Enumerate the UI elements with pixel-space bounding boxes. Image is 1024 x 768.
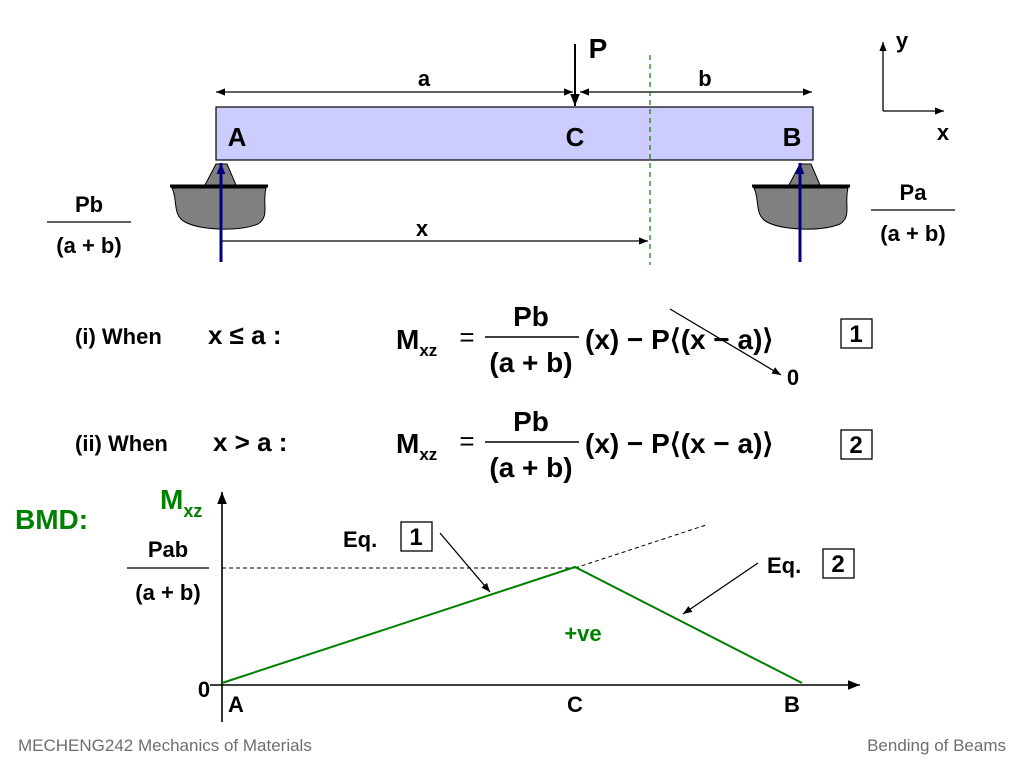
bmd-label-c: C [567, 692, 583, 717]
eq1-strike-arrow [669, 308, 782, 376]
bmd-zero-label: 0 [198, 677, 210, 702]
footer-topic: Bending of Beams [867, 736, 1006, 755]
bmd-extension-guide [574, 524, 707, 569]
left-reaction-num: Pb [75, 192, 103, 217]
bmd-peak-den: (a + b) [135, 580, 200, 605]
right-reaction-num: Pa [900, 180, 928, 205]
eq1-condition-label: (i) When [75, 324, 162, 349]
load-label: P [589, 33, 608, 64]
eq1-condition: x ≤ a : [208, 320, 282, 350]
right-reaction-den: (a + b) [880, 221, 945, 246]
bmd-axis-label: Mxz [160, 484, 202, 521]
bmd-plot: BMD: Mxz Pab (a + b) +ve 0 A C B Eq. 1 E… [15, 484, 860, 722]
eq2-lhs: Mxz [396, 428, 437, 464]
bmd-eq2-box-number: 2 [831, 551, 844, 578]
right-reaction-value: Pa (a + b) [871, 180, 955, 246]
eq2-condition: x > a : [213, 427, 287, 457]
eq1-zero-note: 0 [787, 365, 799, 390]
eq2-rhs: (x) − P⟨(x − a)⟩ [585, 428, 773, 459]
eq1-rhs: (x) − P⟨(x − a)⟩ [585, 324, 773, 355]
left-support [170, 163, 268, 230]
bmd-eq1-box-number: 1 [409, 524, 422, 551]
bmd-eq2-box [822, 548, 855, 579]
point-c-label: C [566, 122, 585, 152]
bmd-moment-line [221, 565, 803, 684]
eq1-box [840, 318, 873, 349]
bmd-title: BMD: [15, 504, 88, 535]
eq2-condition-label: (ii) When [75, 431, 168, 456]
beam-diagram: a b A C B P x Pb [47, 28, 955, 265]
footer-course: MECHENG242 Mechanics of Materials [18, 736, 312, 755]
eq2-frac-den: (a + b) [489, 452, 572, 483]
dim-a-label: a [418, 66, 431, 91]
eq1-equals: = [459, 322, 474, 352]
bmd-eq2-pointer [682, 562, 759, 615]
eq1-lhs: Mxz [396, 324, 437, 360]
left-reaction-value: Pb (a + b) [47, 192, 131, 258]
axis-x-label: x [937, 120, 950, 145]
eq1-frac-den: (a + b) [489, 347, 572, 378]
beam-body [215, 106, 814, 161]
eq2-equals: = [459, 426, 474, 456]
eq2-box-number: 2 [849, 432, 862, 459]
eq2-box [840, 429, 873, 460]
bmd-eq1-pointer [439, 532, 491, 593]
bmd-eq2-label: Eq. [767, 553, 801, 578]
equation-2: (ii) When x > a : Mxz = Pb (a + b) (x) −… [75, 406, 873, 483]
eq1-box-number: 1 [849, 321, 862, 348]
bmd-label-a: A [228, 692, 244, 717]
bmd-eq1-box [400, 521, 433, 552]
point-a-label: A [228, 122, 247, 152]
equation-1: (i) When x ≤ a : Mxz = Pb (a + b) (x) − … [75, 301, 873, 390]
left-reaction-den: (a + b) [56, 233, 121, 258]
eq2-frac-num: Pb [513, 406, 549, 437]
dim-x-label: x [416, 216, 429, 241]
bmd-peak-num: Pab [148, 537, 188, 562]
bmd-label-b: B [784, 692, 800, 717]
bmd-eq1-label: Eq. [343, 527, 377, 552]
bmd-sign-label: +ve [564, 621, 601, 646]
dim-b-label: b [698, 66, 711, 91]
axis-y-label: y [896, 28, 909, 53]
eq1-frac-num: Pb [513, 301, 549, 332]
point-b-label: B [783, 122, 802, 152]
coordinate-axes: y x [879, 28, 950, 145]
